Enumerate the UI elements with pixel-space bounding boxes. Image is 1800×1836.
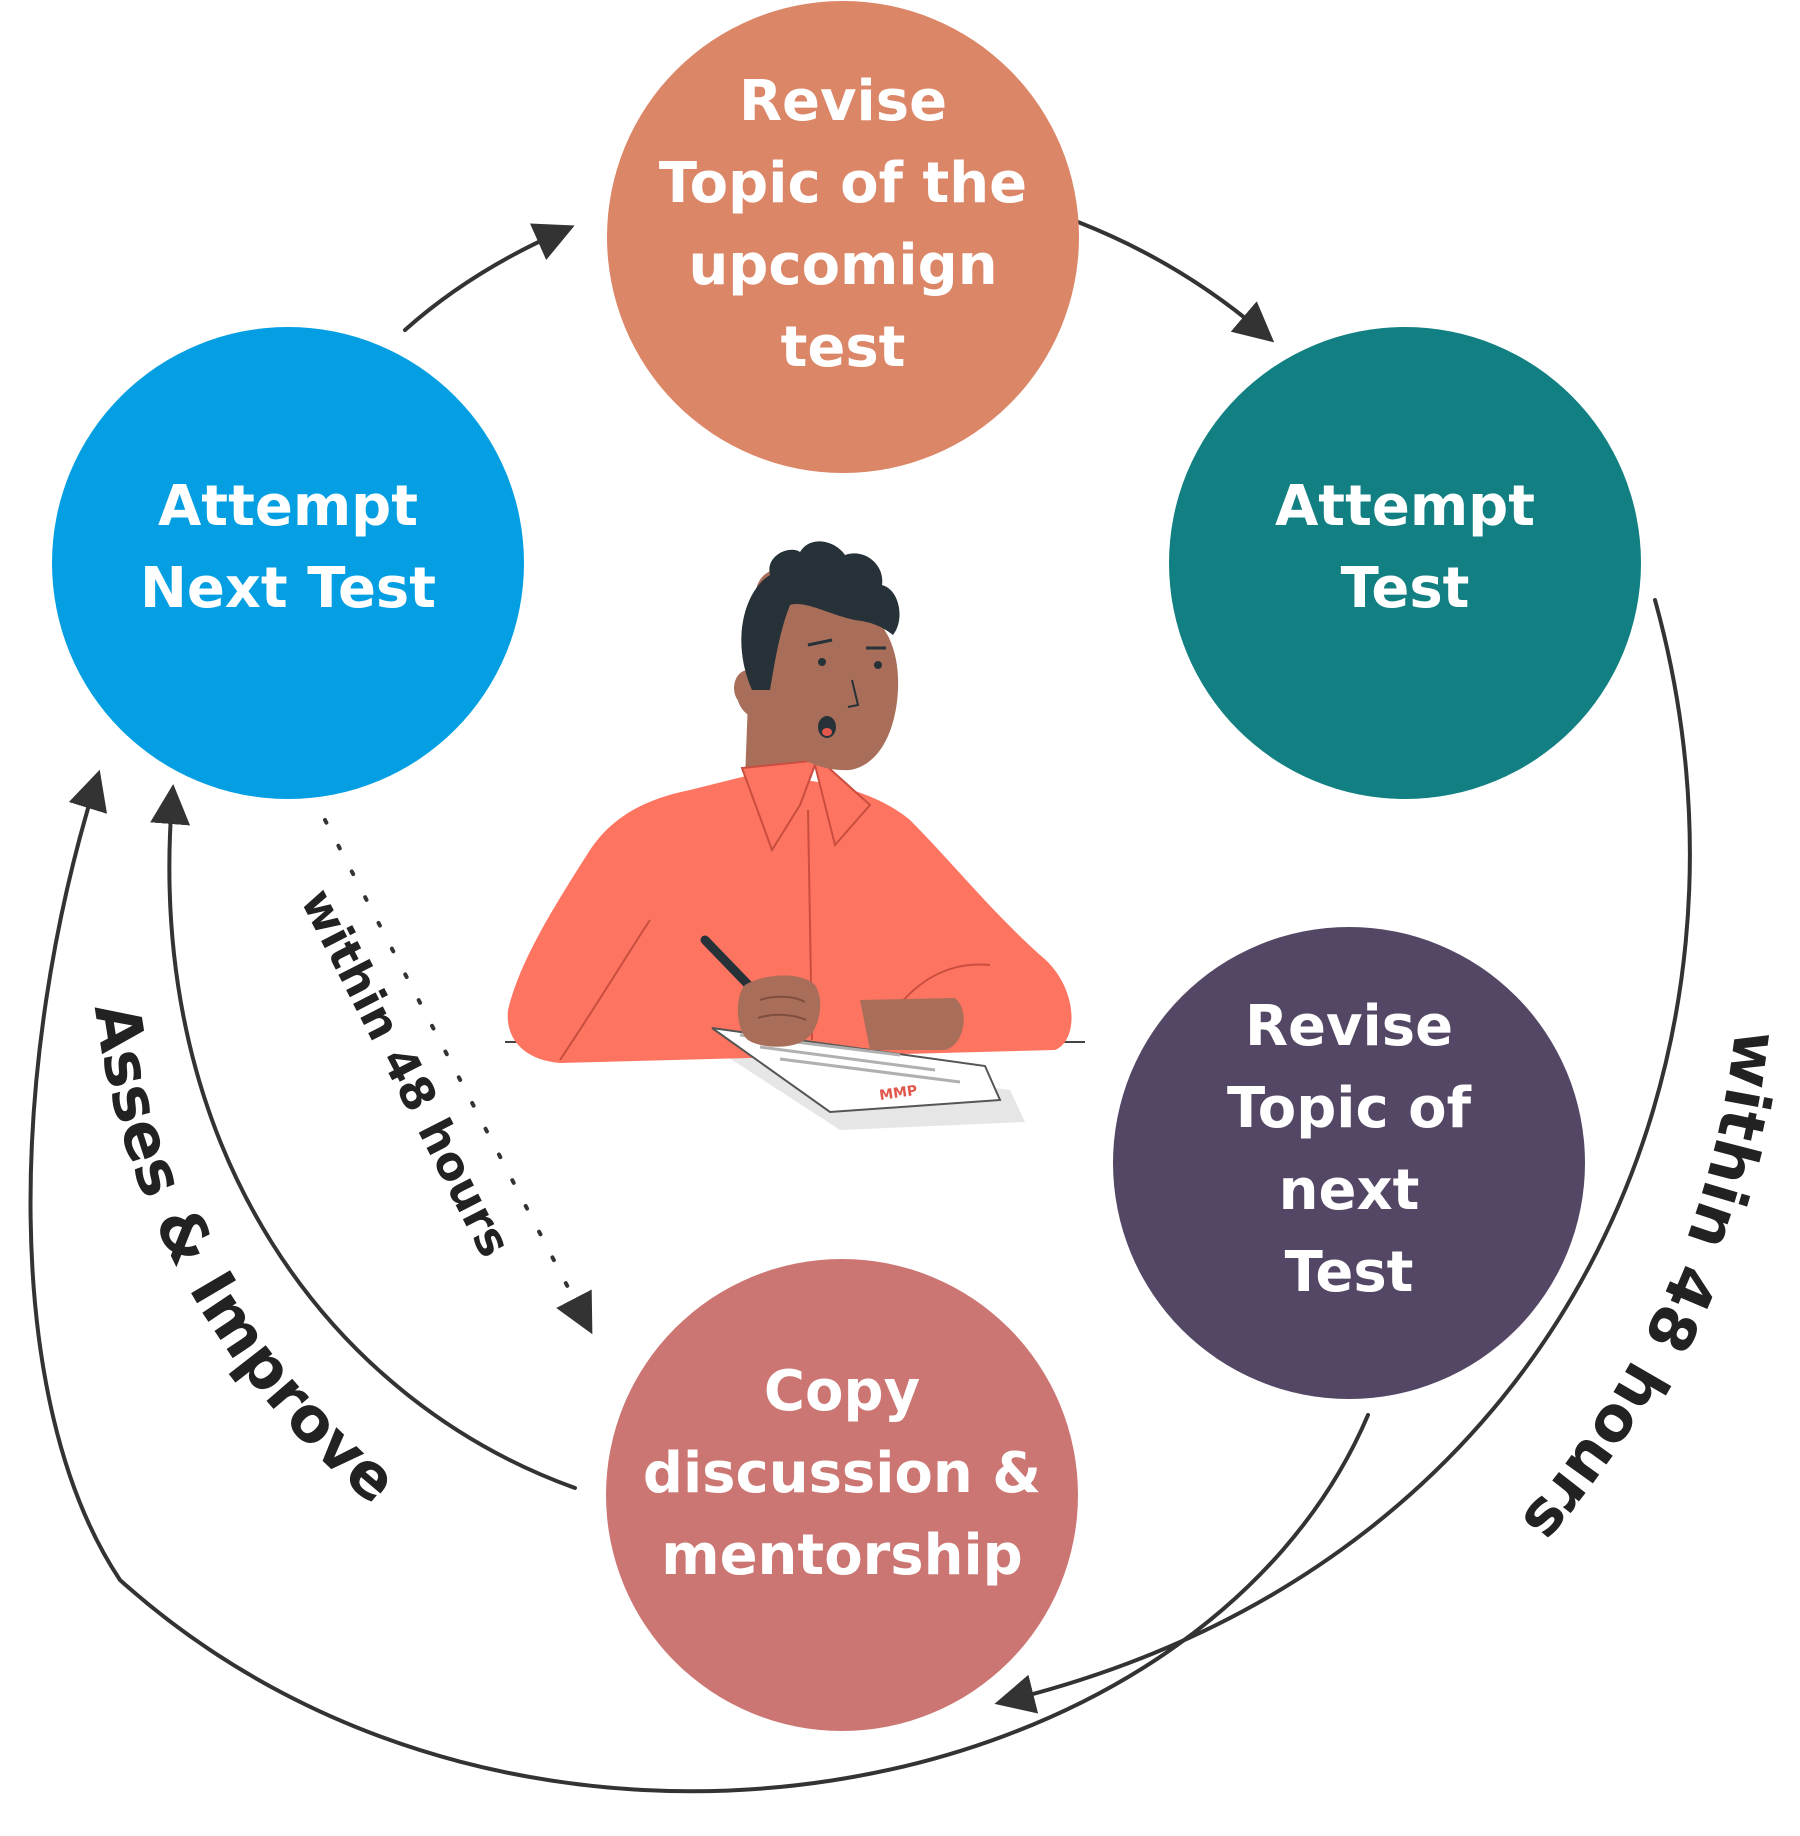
node-copy-discussion: Copy discussion & mentorship [606, 1259, 1078, 1731]
eye-right [874, 661, 882, 669]
node-label-line: upcomign [688, 233, 997, 298]
within-48-hours-left-label: within 48 hours [290, 880, 522, 1265]
node-circle-revise-next [1113, 927, 1585, 1399]
arrow-copy-discussion-to-attempt-next [150, 784, 577, 1490]
arrow-dotted-within-48 [323, 818, 593, 1335]
node-label-line: Copy [764, 1359, 920, 1424]
node-circle-attempt-next [52, 327, 524, 799]
eye-left [818, 658, 826, 666]
resting-hand [860, 998, 964, 1050]
finger-line-2 [757, 1013, 807, 1021]
student-illustration: MMP [505, 541, 1085, 1130]
arrow-revise-next-to-attempt-next [28, 769, 1370, 1794]
shirt-fold-left [559, 919, 651, 1061]
node-label-line: next [1279, 1158, 1420, 1223]
node-circle-copy-discussion [606, 1259, 1078, 1731]
writing-hand [737, 975, 821, 1047]
tongue [822, 728, 832, 736]
eyebrow-left [807, 638, 833, 647]
node-label-line: Attempt [158, 474, 418, 539]
node-label-line: discussion & [643, 1441, 1041, 1506]
node-label-line: Revise [1245, 994, 1453, 1059]
node-circle-revise-upcoming [607, 1, 1079, 473]
node-label-line: Topic of the [659, 151, 1027, 216]
shirt [507, 770, 1072, 1063]
node-label-line: Attempt [1275, 474, 1535, 539]
node-label-line: Revise [739, 69, 947, 134]
arrow-attempt-next-to-revise-upcoming [403, 223, 575, 332]
arrow-revise-upcoming-to-attempt-test [1076, 220, 1275, 343]
node-label-line: Test [1341, 556, 1470, 621]
node-label-line: Topic of [1227, 1076, 1472, 1141]
hair [741, 541, 900, 690]
finger-line-1 [759, 995, 806, 1003]
node-label-line: Test [1285, 1240, 1414, 1305]
node-label-line: Next Test [140, 556, 436, 621]
asses-improve-label: Asses & Improve [80, 998, 411, 1517]
arrow-attempt-test-to-copy-discussion [994, 598, 1692, 1714]
paper-mmp-stamp: MMP [878, 1083, 918, 1104]
nose [847, 679, 860, 708]
cycle-arrows [28, 220, 1692, 1794]
node-label-line: test [781, 315, 906, 380]
node-label-line: mentorship [661, 1523, 1023, 1588]
node-circle-attempt-test [1169, 327, 1641, 799]
